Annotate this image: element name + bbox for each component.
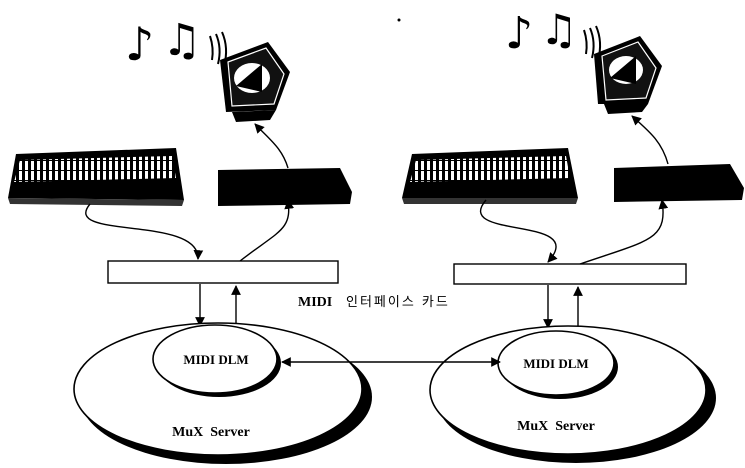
svg-text:♫: ♫ xyxy=(540,5,578,54)
svg-text:♪: ♪ xyxy=(505,8,533,59)
midi-keyboard-icon xyxy=(8,148,184,206)
midi-keyboard-icon xyxy=(402,148,578,204)
mux-server-left-label: MuX Server xyxy=(172,425,250,440)
speck xyxy=(397,18,401,22)
svg-text:♪: ♪ xyxy=(125,17,154,71)
midi-dlm-left-label: MIDI DLM xyxy=(183,352,248,367)
caption-midi: MIDI xyxy=(298,295,332,310)
music-notes-icon: ♪ ♫ xyxy=(505,5,578,59)
sound-module-icon xyxy=(614,164,744,202)
midi-dlm-left xyxy=(152,324,278,394)
station-right: ♪ ♫ MIDI DLM MuX Server xyxy=(402,5,744,463)
speaker-icon xyxy=(209,31,290,122)
midi-interface-card-right xyxy=(453,263,687,285)
mux-server-right-label: MuX Server xyxy=(517,419,595,434)
speaker-icon xyxy=(583,25,662,114)
midi-dlm-right-label: MIDI DLM xyxy=(523,356,588,371)
music-notes-icon: ♪ ♫ xyxy=(125,15,201,71)
caption-interface-card: 인터페이스 카드 xyxy=(346,295,450,310)
sound-module-icon xyxy=(218,168,352,206)
station-left: ♪ ♫ xyxy=(8,15,372,464)
midi-interface-card-left xyxy=(107,260,339,284)
svg-text:♫: ♫ xyxy=(162,15,201,66)
